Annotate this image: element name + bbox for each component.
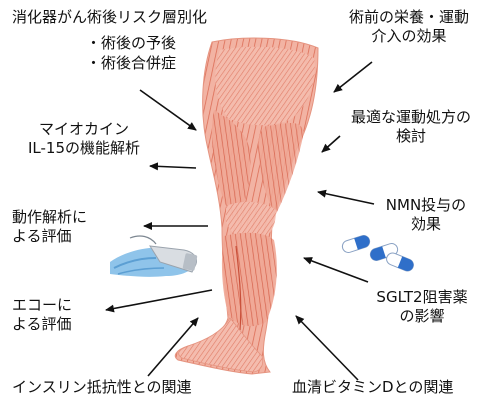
motion-analysis-line2: よる評価 [12,227,72,245]
arrow-insulin [147,317,199,377]
insulin-resistance-label: インスリン抵抗性との関連 [12,378,192,396]
preop-intervention-line1: 術前の栄養・運動 [348,8,469,26]
sglt2-label: SGLT2阻害薬 の影響 [360,288,484,326]
leg-muscle-icon [174,37,319,375]
myokine-line2: IL-15の機能解析 [27,139,141,157]
arrow-exercise [321,135,341,153]
exercise-prescription-label: 最適な運動処方の 検討 [336,108,486,146]
capsule-pills-icon [341,235,414,272]
preop-intervention-line2: 介入の効果 [371,27,447,45]
arrow-preop-intervention [333,61,373,93]
nmn-label: NMN投与の 効果 [376,196,476,234]
arrow-vitd [295,315,359,381]
risk-item-prognosis: ・術後の予後 [86,34,177,52]
echo-line2: よる評価 [12,315,72,333]
arrow-sglt2 [303,257,369,283]
vitamin-d-label: 血清ビタミンDとの関連 [292,378,454,396]
arrow-risk-stratification [139,89,197,131]
preop-intervention-label: 術前の栄養・運動 介入の効果 [336,8,482,46]
echo-line1: エコーに [12,296,73,314]
sglt2-line2: の影響 [399,307,445,325]
motion-analysis-label: 動作解析に よる評価 [12,208,87,246]
risk-item-complications: ・術後合併症 [86,54,177,72]
arrow-echo [105,289,213,313]
ultrasound-probe-icon [108,234,200,286]
nmn-line2: 効果 [410,215,441,233]
risk-stratification-title: 消化器がん術後リスク層別化 [12,8,208,26]
exercise-prescription-line1: 最適な運動処方の [350,108,471,126]
motion-analysis-line1: 動作解析に [12,208,88,226]
echo-label: エコーに よる評価 [12,296,72,334]
sglt2-line1: SGLT2阻害薬 [376,288,468,306]
myokine-label: マイオカイン IL-15の機能解析 [14,120,154,158]
myokine-line1: マイオカイン [38,120,129,138]
arrow-nmn [317,189,375,205]
arrow-myokine [149,162,197,171]
exercise-prescription-line2: 検討 [395,127,426,145]
nmn-line1: NMN投与の [385,196,467,214]
